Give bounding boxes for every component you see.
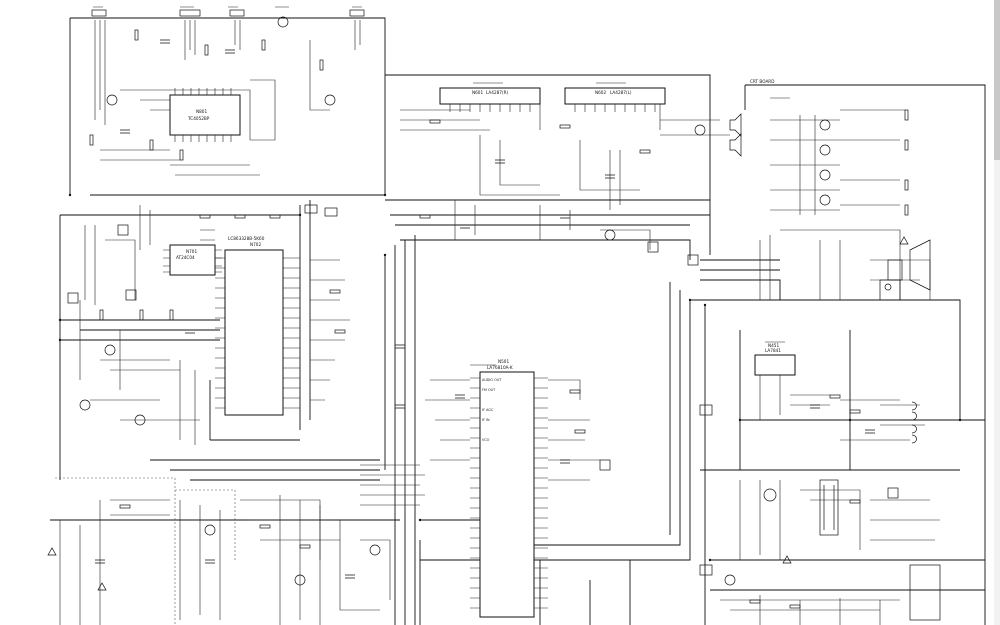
ic-n801-part: TC4052BP <box>187 116 210 121</box>
ic-n601-part: LA4287(R) <box>486 90 508 95</box>
wiring-main <box>50 17 986 625</box>
components <box>47 29 931 609</box>
vertical-scrollbar[interactable] <box>994 0 1000 625</box>
ic-n601-ref: N601 <box>472 90 483 95</box>
crt-board-label: CRT BOARD <box>750 79 774 84</box>
ic-n701-ref: N701 <box>186 249 197 254</box>
vertical-scrollbar-thumb[interactable] <box>994 0 1000 160</box>
ic-n501-pin-1: AUDIO OUT <box>482 378 502 382</box>
ic-n701-part: AT24C04 <box>176 255 195 260</box>
ref-designators <box>93 6 790 366</box>
ic-n451-ref: N451 <box>768 343 779 348</box>
ic-n602: N602 LA4287(L) <box>564 87 666 112</box>
connectors <box>67 9 941 621</box>
ic-n501: N501 LA76810A-K AUDIO OUT FM OUT IF AGC … <box>479 359 535 618</box>
ic-n801-ref: N801 <box>196 109 207 114</box>
ic-n702-part: LC863328B-5K60 <box>228 236 265 241</box>
ic-n501-pin-7: VCO <box>482 438 490 442</box>
ic-n601: N601 LA4287(R) <box>439 87 541 112</box>
ic-n602-part: LA4287(L) <box>610 90 632 95</box>
ic-n801: N801 TC4052BP <box>169 88 241 142</box>
ic-n702: N702 LC863328B-5K60 <box>224 236 284 416</box>
ic-n602-ref: N602 <box>595 90 606 95</box>
junctions <box>58 193 962 562</box>
ic-n702-ref: N702 <box>250 242 261 247</box>
ic-n501-ref: N501 <box>498 359 509 364</box>
ic-n501-pin-5: IF IN <box>482 418 490 422</box>
ic-n451: N451 LA7841 <box>754 343 796 376</box>
ic-n451-part: LA7841 <box>765 348 781 353</box>
ic-n501-pin-2: FM OUT <box>482 388 496 392</box>
ic-n501-pin-4: IF AGC <box>482 408 494 412</box>
ic-n701: N701 AT24C04 <box>163 244 222 276</box>
ic-n501-part: LA76810A-K <box>487 365 513 370</box>
note-box <box>909 564 941 621</box>
